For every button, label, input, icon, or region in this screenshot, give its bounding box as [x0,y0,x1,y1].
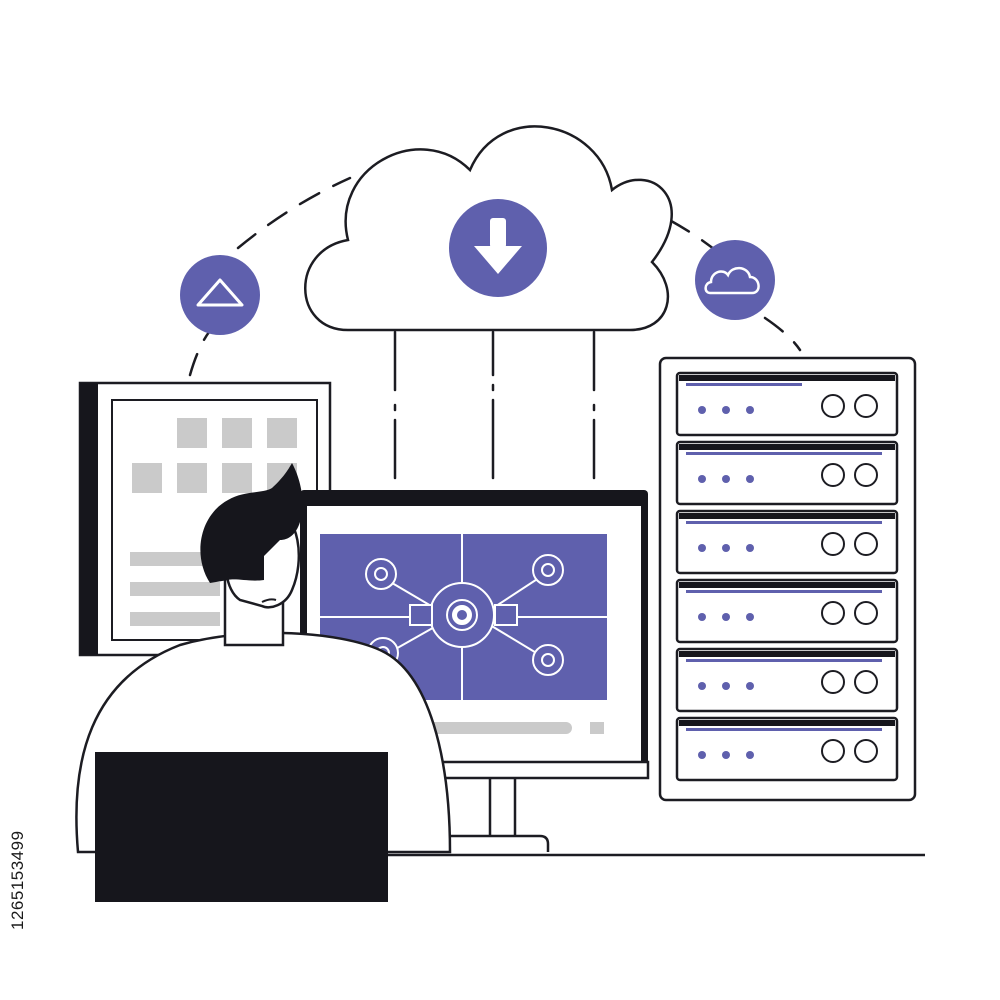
server-knob [854,670,878,694]
server-led [722,406,730,414]
upload-badge-circle [180,255,260,335]
server-knob [854,532,878,556]
progress-end [590,722,604,734]
person-hair [200,463,303,583]
monitor-chin [438,760,650,780]
server-knob [854,394,878,418]
laptop [95,752,388,902]
server-led [746,544,754,552]
server-knob [854,463,878,487]
server-led [722,475,730,483]
server-led [698,613,706,621]
server-knob [854,601,878,625]
server-status-bar [686,383,802,386]
server-knob [821,463,845,487]
server-knob [821,601,845,625]
server-led [746,406,754,414]
server-unit [675,647,899,713]
server-led [698,544,706,552]
server-led [698,406,706,414]
server-led [722,544,730,552]
server-unit [675,716,899,782]
mini-cloud-icon [704,266,760,295]
server-status-bar [686,728,882,731]
cloud-badge [695,240,775,320]
server-led [722,751,730,759]
server-knob [821,670,845,694]
download-arrow-icon [474,218,522,274]
monitor-stand [488,778,517,838]
server-knob [821,394,845,418]
monitor-base [438,834,550,852]
server-knob [821,532,845,556]
server-rack [658,356,917,802]
server-unit [675,509,899,575]
app-grid [132,418,297,493]
upload-badge [180,255,260,335]
server-knob [821,739,845,763]
server-led [722,613,730,621]
server-status-bar [686,521,882,524]
data-lines [393,330,596,480]
person-ear [261,598,277,603]
download-badge [449,199,547,297]
server-led [698,475,706,483]
server-led [746,751,754,759]
server-unit [675,440,899,506]
server-status-bar [686,659,882,662]
server-led [746,682,754,690]
server-status-bar [686,452,882,455]
server-led [746,475,754,483]
server-led [746,613,754,621]
server-unit [675,371,899,437]
server-unit [675,578,899,644]
server-led [698,751,706,759]
server-status-bar [686,590,882,593]
server-led [722,682,730,690]
upload-triangle-icon [196,278,244,307]
server-knob [854,739,878,763]
server-led [698,682,706,690]
progress-track [420,722,572,734]
person [75,463,452,902]
text-lines [130,552,220,626]
cloud-badge-circle [695,240,775,320]
